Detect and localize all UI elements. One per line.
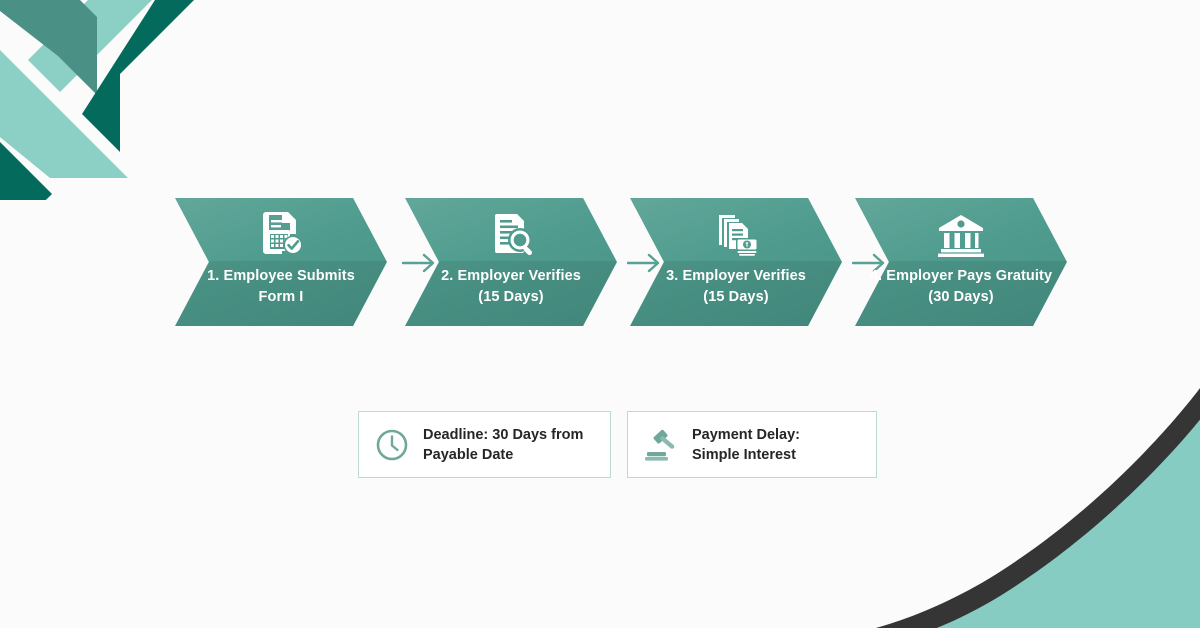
flow-step-3-label: 3. Employer Verifies (15 Days) — [616, 266, 856, 308]
deco-chevron-light-upper — [28, 0, 152, 92]
flow-step-3-line2: (15 Days) — [703, 289, 769, 305]
process-flow: 1. Employee Submits Form I — [0, 190, 1200, 335]
document-magnifier-icon — [405, 206, 617, 262]
flow-step-4-label-band — [855, 261, 1067, 326]
note-card-payment-delay-line1: Payment Delay: — [692, 426, 800, 443]
deco-chevron-mid — [0, 0, 97, 95]
flow-step-3-line1: 3. Employer Verifies — [666, 268, 806, 284]
note-card-payment-delay[interactable]: Payment Delay: Simple Interest — [627, 411, 877, 478]
arrow-right-icon — [627, 253, 660, 273]
note-card-deadline-line2: Payable Date — [423, 446, 514, 463]
flow-step-2-line1: 2. Employer Verifies — [441, 268, 581, 284]
flow-step-3[interactable]: 3. Employer Verifies (15 Days) — [630, 198, 842, 326]
flow-step-2-label: 2. Employer Verifies (15 Days) — [391, 266, 631, 308]
flow-step-4-line2: (30 Days) — [928, 289, 994, 305]
flow-step-2[interactable]: 2. Employer Verifies (15 Days) — [405, 198, 617, 326]
flow-step-1-label: 1. Employee Submits Form I — [161, 266, 401, 308]
deco-chevron-light-lower — [0, 50, 128, 178]
flow-step-1[interactable]: 1. Employee Submits Form I — [175, 198, 387, 326]
deco-arc-teal — [936, 419, 1200, 628]
decorative-arc-bottom-right — [875, 388, 1200, 628]
note-card-deadline-text: Deadline: 30 Days from Payable Date — [423, 425, 583, 465]
note-card-payment-delay-line2: Simple Interest — [692, 446, 796, 463]
deco-chevron-dark-left — [0, 142, 52, 200]
decorative-chevrons-top-left — [0, 0, 194, 200]
flow-step-4-line1: 4. Employer Pays Gratuity — [869, 268, 1053, 284]
note-card-deadline[interactable]: Deadline: 30 Days from Payable Date — [358, 411, 611, 478]
flow-step-4[interactable]: 4. Employer Pays Gratuity (30 Days) — [855, 198, 1067, 326]
note-cards: Deadline: 30 Days from Payable Date Paym… — [358, 411, 877, 478]
flow-step-2-label-band — [405, 261, 617, 326]
note-card-payment-delay-text: Payment Delay: Simple Interest — [692, 425, 800, 465]
flow-step-1-line1: 1. Employee Submits — [207, 268, 355, 284]
arrow-right-icon — [852, 253, 885, 273]
deco-chevron-dark-right — [82, 0, 194, 152]
flow-step-1-line2: Form I — [258, 289, 304, 305]
flow-step-1-label-band — [175, 261, 387, 326]
flow-step-1-shape — [175, 198, 387, 326]
documents-money-icon — [630, 206, 842, 262]
note-card-deadline-line1: Deadline: 30 Days from — [423, 426, 584, 443]
gavel-icon — [642, 426, 680, 464]
deco-arc-dark — [875, 388, 1200, 628]
flow-step-2-line2: (15 Days) — [478, 289, 544, 305]
clock-icon — [373, 426, 411, 464]
document-calendar-check-icon — [175, 206, 387, 262]
flow-step-3-label-band — [630, 261, 842, 326]
bank-building-icon — [855, 206, 1067, 262]
arrow-right-icon — [402, 253, 435, 273]
flow-step-4-label: 4. Employer Pays Gratuity (30 Days) — [841, 266, 1081, 308]
